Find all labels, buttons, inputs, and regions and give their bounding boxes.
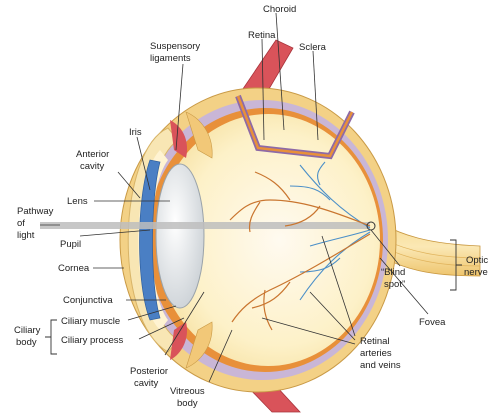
label-pathway-line3: light (17, 230, 35, 241)
label-conjunctiva: Conjunctiva (63, 295, 113, 306)
label-vitreous-line1: Vitreous (170, 386, 205, 397)
label-cornea: Cornea (58, 263, 90, 274)
optic-nerve-bracket (450, 239, 462, 291)
label-pathway-line1: Pathway (17, 206, 54, 217)
label-vitreous-line2: body (177, 398, 198, 409)
label-suspensory-line2: ligaments (150, 53, 191, 64)
label-pupil: Pupil (60, 239, 81, 250)
ciliary-body-bracket (45, 319, 57, 355)
label-retinal-line2: arteries (360, 348, 392, 359)
label-lens: Lens (67, 196, 88, 207)
label-retinal-line1: Retinal (360, 336, 390, 347)
label-retinal-line3: and veins (360, 360, 401, 371)
label-ciliary-body-line1: Ciliary (14, 325, 41, 336)
label-anterior-line2: cavity (80, 161, 105, 172)
label-ciliary-body-line2: body (16, 337, 37, 348)
label-ciliary-muscle: Ciliary muscle (61, 316, 120, 327)
light-pathway-line (40, 222, 370, 229)
label-anterior-line1: Anterior (76, 149, 109, 160)
lens-shape (155, 163, 205, 309)
label-pathway-line2: of (17, 218, 25, 229)
leader-lines (40, 12, 429, 383)
label-iris: Iris (129, 127, 142, 138)
label-posterior-line1: Posterior (130, 366, 168, 377)
label-retina: Retina (248, 30, 276, 41)
label-ciliary-process: Ciliary process (61, 335, 124, 346)
label-posterior-line2: cavity (134, 378, 159, 389)
label-fovea: Fovea (419, 317, 446, 328)
iris-shape (139, 159, 161, 321)
label-suspensory-line1: Suspensory (150, 41, 200, 52)
label-blind-spot-line2: spot” (384, 279, 405, 290)
retinal-arteries (229, 171, 371, 331)
label-blind-spot-line1: “Blind (381, 267, 405, 278)
label-choroid: Choroid (263, 4, 296, 15)
label-optic-line2: nerve (464, 267, 488, 278)
ciliary-body-shape (170, 120, 188, 158)
label-sclera: Sclera (299, 42, 327, 53)
vitreous-body-shape (156, 114, 380, 366)
label-optic-line1: Optic (466, 255, 488, 266)
